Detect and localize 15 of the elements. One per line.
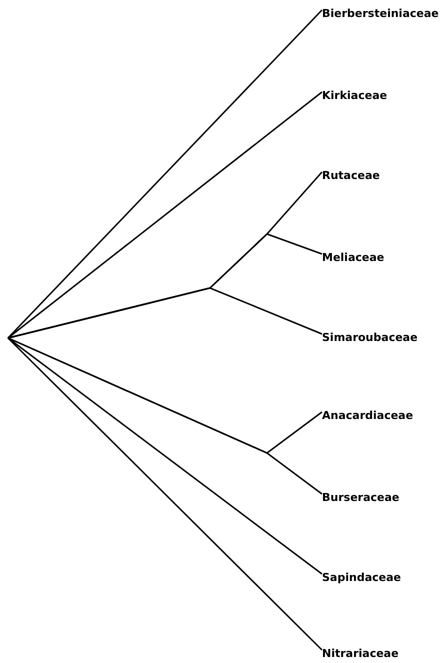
tree-branch xyxy=(7,9,323,339)
tree-branch xyxy=(8,287,322,339)
tree-branch xyxy=(7,337,323,651)
tree-branch xyxy=(8,337,322,575)
taxon-label: Sapindaceae xyxy=(322,571,401,585)
taxon-label: Nitrariaceae xyxy=(322,647,399,661)
taxon-label: Meliaceae xyxy=(322,251,384,265)
taxon-label: Kirkiaceae xyxy=(322,89,388,103)
taxon-label: Simaroubaceae xyxy=(322,331,418,345)
taxon-label: Anacardiaceae xyxy=(322,409,414,423)
taxon-label: Burseraceae xyxy=(322,491,400,505)
tree-branch xyxy=(8,337,322,495)
taxon-label: Rutaceae xyxy=(322,169,380,183)
tree-branch xyxy=(8,91,322,339)
taxon-label: Bierbersteiniaceae xyxy=(322,7,439,21)
